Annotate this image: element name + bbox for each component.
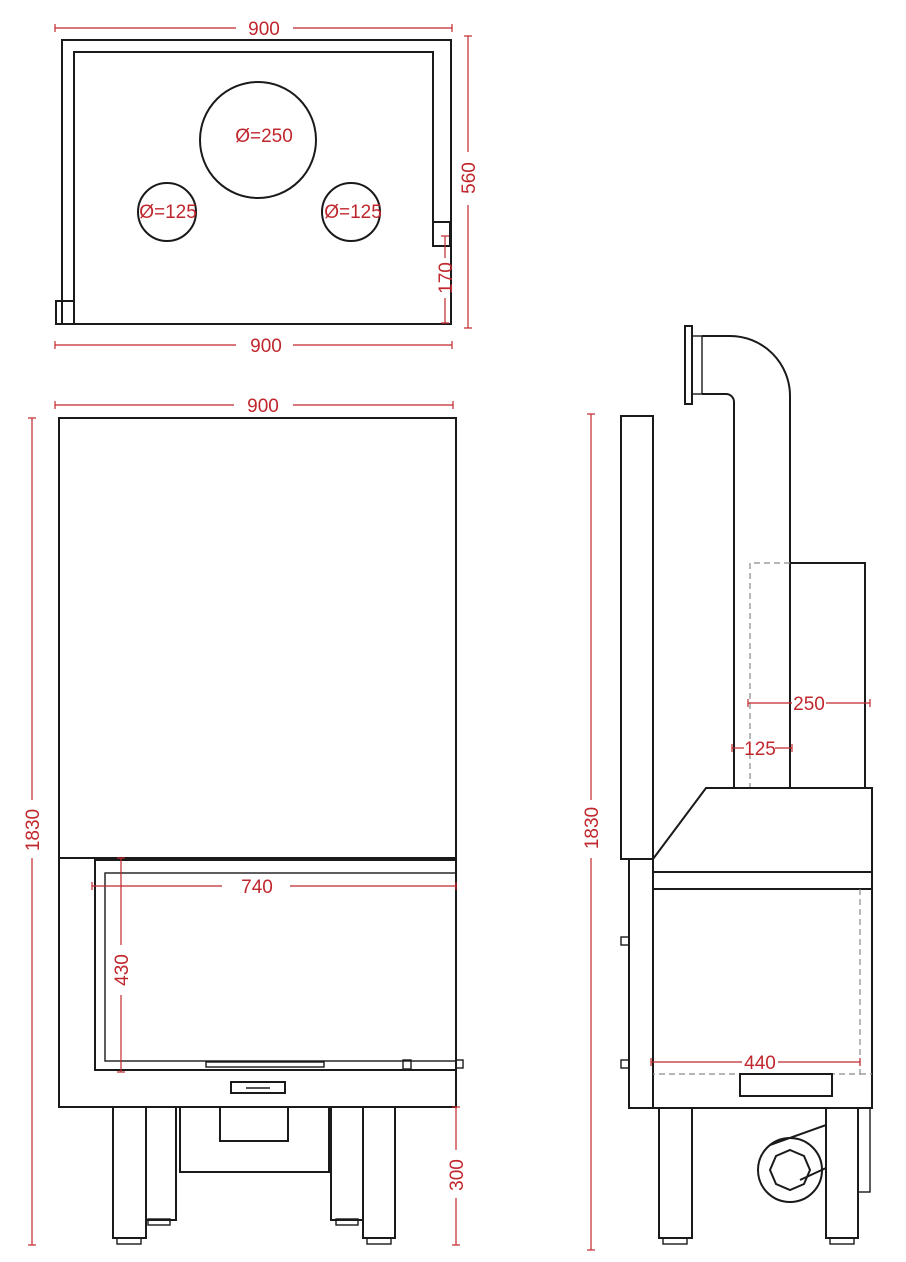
glass-height-label: 430 <box>112 954 133 986</box>
dim-glass-height: 430 <box>112 857 133 1073</box>
depth-label: 560 <box>459 162 480 194</box>
top-width-label: 900 <box>248 19 280 40</box>
top-view: Ø=250 Ø=125 Ø=125 900 900 560 <box>54 19 480 357</box>
side-ash-drawer <box>739 1073 833 1097</box>
dim-flue-small: 125 <box>731 739 793 760</box>
side-firebox-body <box>652 888 873 1109</box>
side-cladding-panel <box>620 415 654 860</box>
front-width-label: 900 <box>247 396 279 417</box>
dim-leg-height: 300 <box>447 1106 468 1246</box>
dim-flue-large: 250 <box>747 694 871 715</box>
front-air-control <box>230 1081 286 1094</box>
glass-width-label: 740 <box>241 877 273 898</box>
flue-large-label: Ø=250 <box>235 126 293 147</box>
dim-offset: 170 <box>436 235 457 324</box>
top-view-right-bracket <box>432 221 451 247</box>
dim-glass-width: 740 <box>91 877 457 898</box>
side-hood <box>652 787 873 873</box>
front-leg-left <box>112 1106 147 1239</box>
side-height-label: 1830 <box>582 807 603 849</box>
side-view: 1830 250 125 440 <box>582 325 873 1251</box>
flue-small-side-label: 125 <box>744 739 776 760</box>
side-flue-flange <box>684 325 693 405</box>
front-leg-right-rear <box>330 1106 364 1221</box>
side-door-front <box>628 858 654 1109</box>
side-hidden-box <box>749 562 790 788</box>
side-foot-rear <box>829 1237 855 1245</box>
side-foot-front <box>662 1237 688 1245</box>
front-leg-left-rear <box>145 1106 177 1221</box>
flue-right-label: Ø=125 <box>324 202 382 223</box>
side-air-intake <box>757 1123 827 1203</box>
dim-side-height: 1830 <box>582 413 603 1251</box>
side-hidden-firebox <box>653 889 861 1075</box>
side-flue-inner <box>702 393 735 788</box>
front-height-label: 1830 <box>23 809 44 851</box>
side-convection-box <box>790 562 866 788</box>
bottom-width-label: 900 <box>250 336 282 357</box>
front-foot-left <box>116 1237 142 1245</box>
top-view-inner-wall <box>73 51 434 324</box>
front-upper-cladding <box>58 417 457 859</box>
dim-side-depth: 440 <box>650 1053 861 1074</box>
flue-left-label: Ø=125 <box>139 202 197 223</box>
dim-depth: 560 <box>459 35 480 329</box>
top-view-left-bracket <box>55 300 75 325</box>
side-depth-label: 440 <box>744 1053 776 1074</box>
front-foot-right-rear <box>335 1218 359 1226</box>
flue-outlet-small-left <box>137 182 197 242</box>
offset-label: 170 <box>436 262 457 294</box>
leg-height-label: 300 <box>447 1159 468 1191</box>
front-base-box <box>179 1106 330 1173</box>
side-flue-outer <box>702 335 791 788</box>
side-leg-rear <box>825 1107 859 1239</box>
front-foot-left-rear <box>147 1218 171 1226</box>
side-hinge-bottom <box>620 1059 630 1069</box>
front-ash-drawer <box>219 1106 289 1142</box>
top-view-outer-body <box>61 39 452 325</box>
front-handle <box>455 1059 464 1069</box>
flue-large-side-label: 250 <box>793 694 825 715</box>
side-leg-front <box>658 1107 693 1239</box>
dim-front-width: 900 <box>54 396 454 417</box>
dim-bottom-width: 900 <box>54 336 453 357</box>
front-latch <box>402 1059 412 1070</box>
side-leg-rear-bracket <box>857 1107 871 1193</box>
side-flue-collar <box>691 335 703 395</box>
flue-outlet-small-right <box>321 182 381 242</box>
side-hinge-top <box>620 936 630 946</box>
side-top-plate <box>652 871 873 890</box>
front-view: 900 1830 740 430 <box>23 396 468 1246</box>
dim-top-width: 900 <box>54 19 453 40</box>
dim-front-height: 1830 <box>23 417 44 1246</box>
front-glass <box>104 872 457 1062</box>
front-door-bar <box>205 1061 325 1068</box>
flue-outlet-large <box>199 81 317 199</box>
front-leg-right <box>362 1106 396 1239</box>
front-foot-right <box>366 1237 392 1245</box>
front-door-frame <box>94 859 457 1071</box>
